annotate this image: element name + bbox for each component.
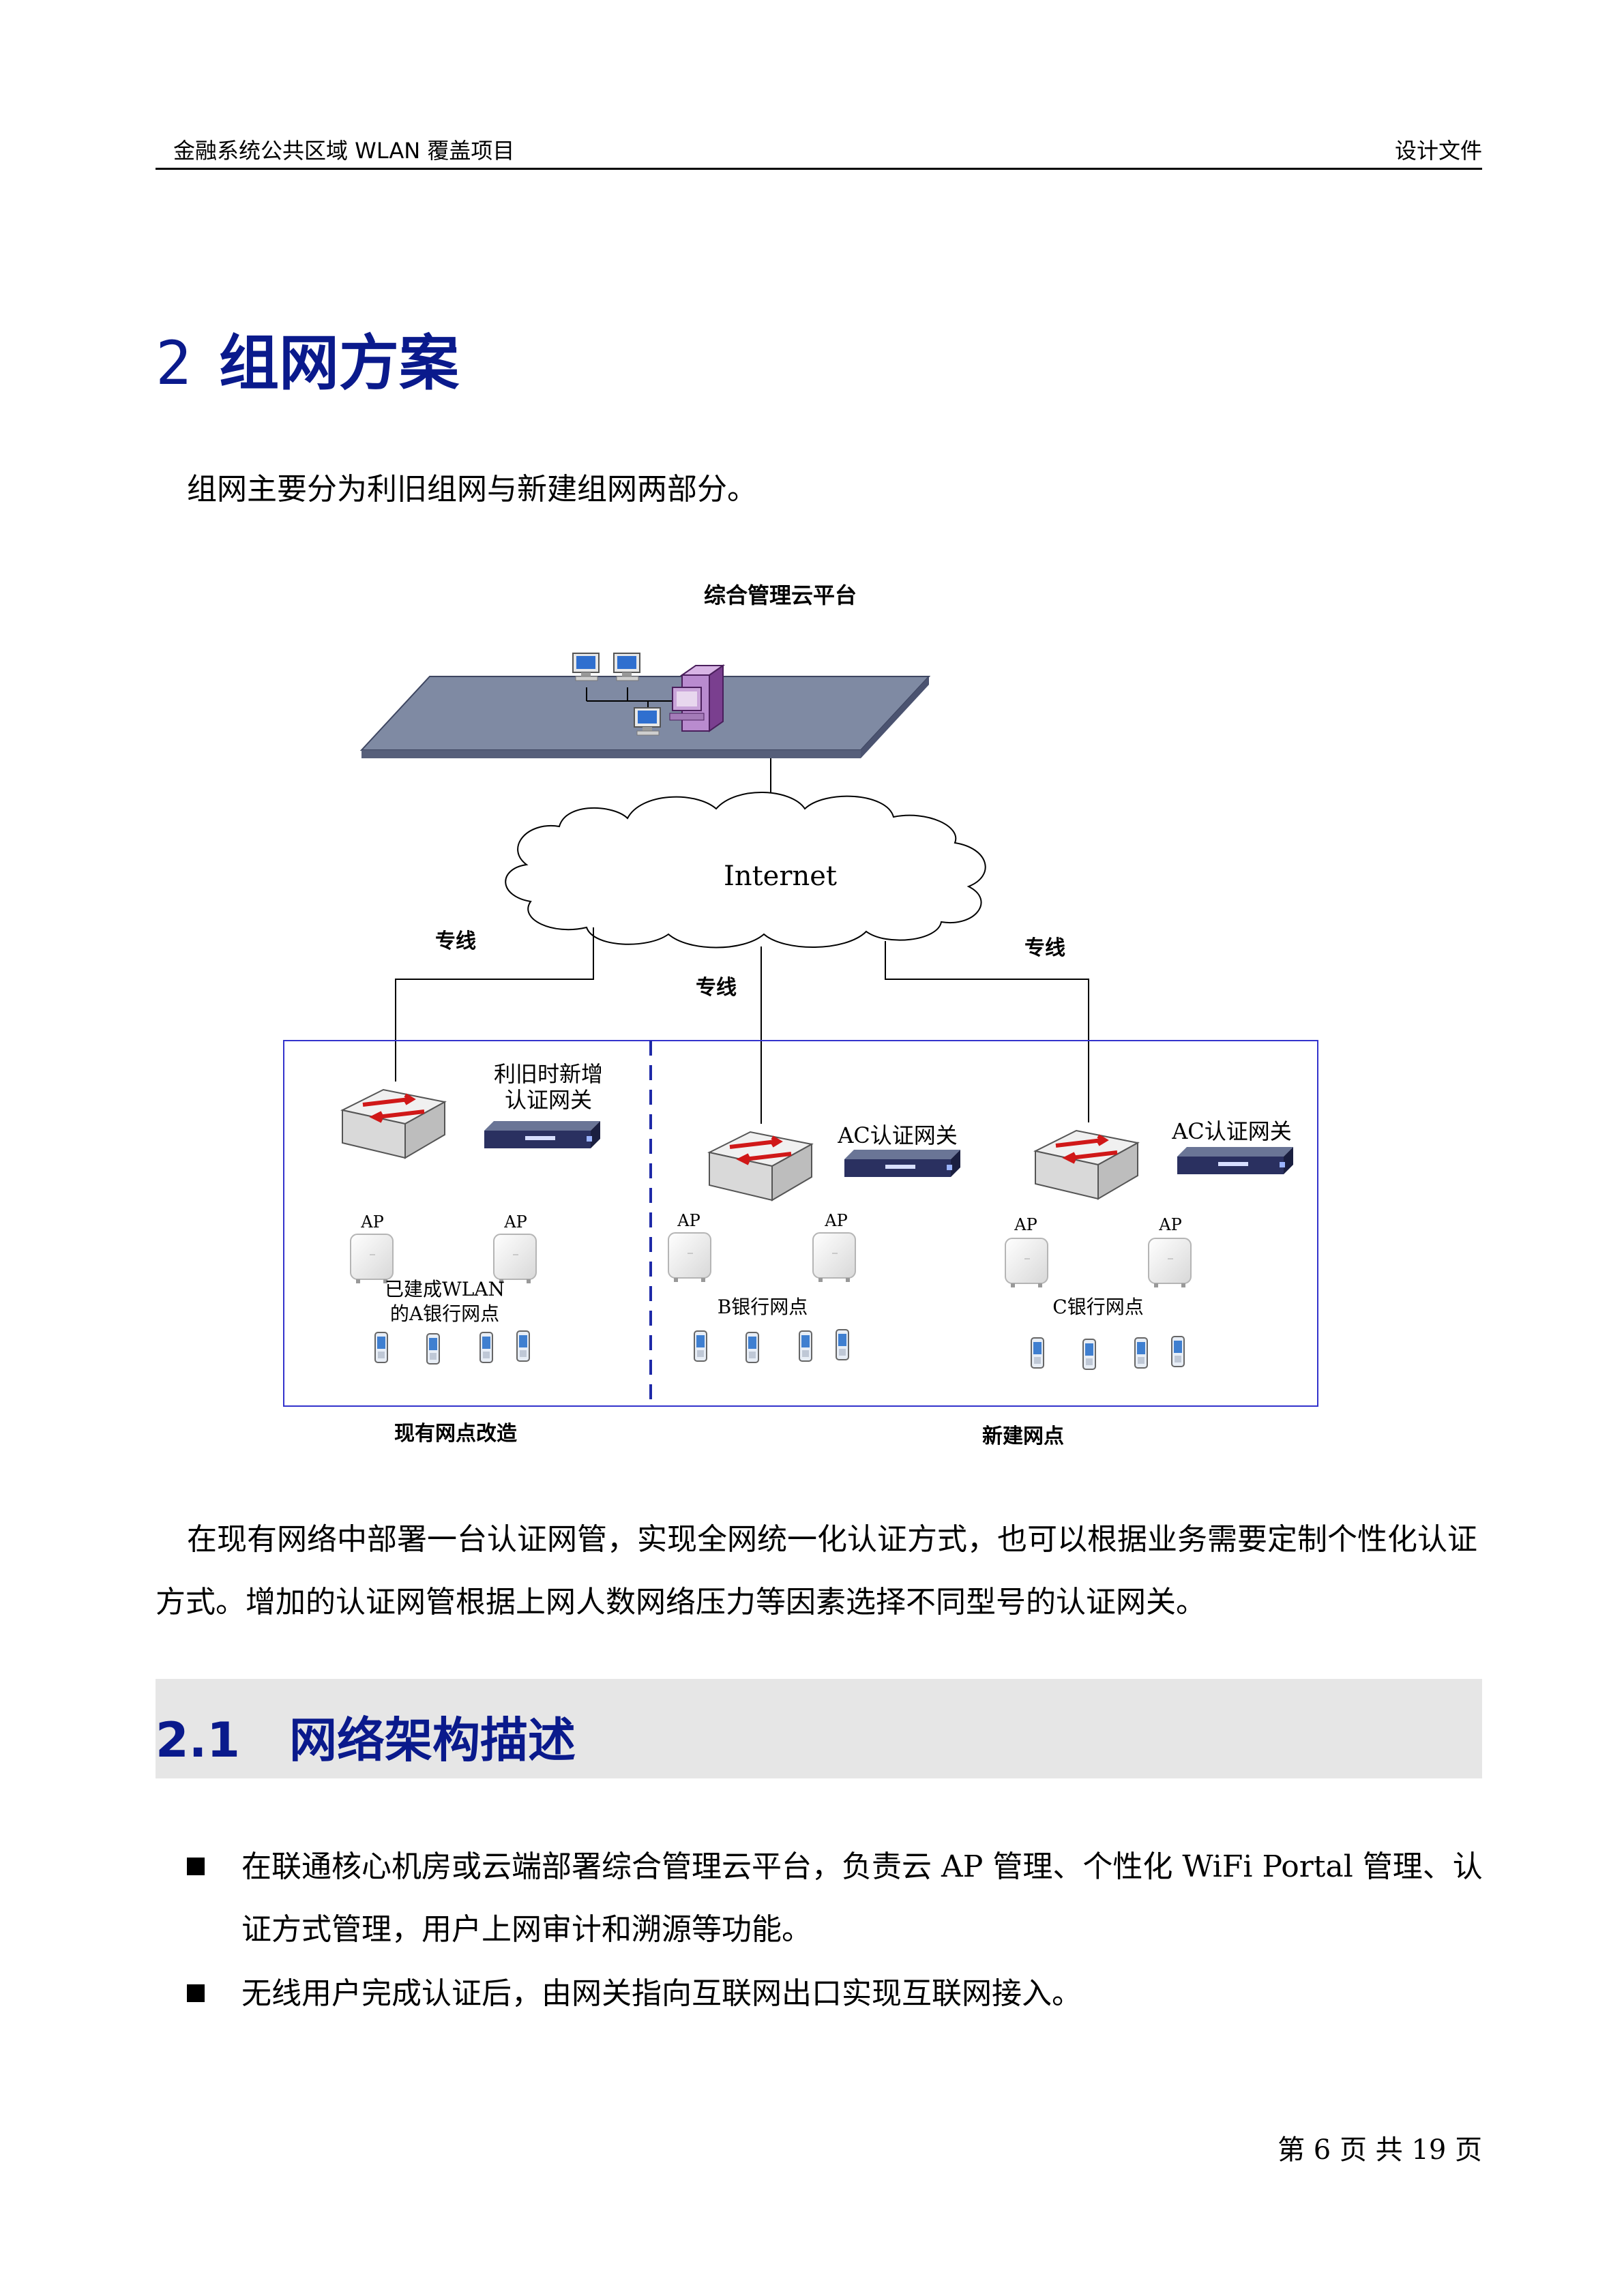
- subsection-heading: 2.1 网络架构描述: [156, 1702, 576, 1771]
- phone-icon: [799, 1330, 812, 1362]
- internet-cloud: [505, 792, 986, 949]
- subsection-title: 网络架构描述: [289, 1712, 576, 1768]
- platform-label: 综合管理云平台: [704, 582, 857, 608]
- header-doc-type: 设计文件: [1394, 138, 1482, 164]
- sites-frame: [283, 1040, 1318, 1407]
- phone-icon: [1082, 1339, 1096, 1370]
- access-point-icon: [1005, 1238, 1048, 1288]
- zone-existing-label: 现有网点改造: [394, 1422, 517, 1446]
- gateway-c-label: AC认证网关: [1171, 1118, 1292, 1144]
- page-number: 第 6 页 共 19 页: [1278, 2134, 1482, 2166]
- site-a-label-1: 已建成WLAN: [385, 1278, 505, 1300]
- phone-icon: [1134, 1337, 1148, 1369]
- intro-paragraph: 组网主要分为利旧组网与新建组网两部分。: [187, 472, 757, 507]
- ap-label: AP: [824, 1211, 847, 1230]
- site-b-label: B银行网点: [718, 1296, 808, 1318]
- phone-icon: [374, 1332, 388, 1363]
- ap-label: AP: [677, 1211, 700, 1230]
- phone-icon: [426, 1333, 440, 1365]
- ap-label: AP: [1014, 1215, 1037, 1234]
- server-icon: [669, 664, 726, 732]
- access-point-icon: [812, 1232, 856, 1283]
- switch-icon: [1035, 1131, 1138, 1199]
- section-title: 组网方案: [218, 328, 459, 398]
- site-a-label-2: 的A银行网点: [390, 1302, 499, 1325]
- monitor-icon: [572, 653, 600, 681]
- gateway-b-label: AC认证网关: [837, 1122, 958, 1148]
- network-topology-diagram: 综合管理云平台 Internet 专线 专线 专线 利旧时: [283, 582, 1318, 1448]
- phone-icon: [694, 1330, 707, 1362]
- monitor-icon: [613, 653, 640, 681]
- header-rule: [156, 168, 1482, 170]
- access-point-icon: [668, 1232, 711, 1283]
- access-point-icon: [350, 1234, 394, 1284]
- monitor-icon: [634, 707, 661, 736]
- section-heading: 2 组网方案: [156, 315, 459, 402]
- bullet-square-icon: [187, 1858, 205, 1875]
- internet-label: Internet: [724, 861, 837, 892]
- access-point-icon: [493, 1234, 537, 1284]
- phone-icon: [1031, 1337, 1044, 1369]
- gateway-icon: [484, 1121, 600, 1148]
- phone-icon: [836, 1329, 849, 1360]
- gateway-icon: [844, 1150, 960, 1177]
- header-project-title: 金融系统公共区域 WLAN 覆盖项目: [173, 138, 515, 164]
- switch-icon: [342, 1090, 445, 1158]
- gateway-icon: [1177, 1147, 1293, 1174]
- phone-icon: [516, 1330, 530, 1362]
- phone-icon: [745, 1332, 759, 1363]
- site-c-label: C银行网点: [1052, 1296, 1143, 1318]
- phone-icon: [479, 1332, 493, 1363]
- bullet-item: 无线用户完成认证后，由网关指向互联网出口实现互联网接入。: [241, 1976, 1082, 2011]
- ap-label: AP: [360, 1212, 383, 1232]
- bullet-square-icon: [187, 1984, 205, 2002]
- leased-line-label-left: 专线: [435, 929, 476, 953]
- phone-icon: [1171, 1336, 1185, 1367]
- ap-label: AP: [1158, 1215, 1181, 1234]
- gateway-old-label-2: 认证网关: [505, 1087, 592, 1113]
- subsection-number: 2.1: [156, 1712, 241, 1768]
- description-paragraph: 在现有网络中部署一台认证网管，实现全网统一化认证方式，也可以根据业务需要定制个性…: [156, 1522, 1477, 1620]
- access-point-icon: [1148, 1238, 1192, 1288]
- subsection-heading-band: [156, 1679, 1482, 1778]
- switch-icon: [709, 1132, 812, 1200]
- section-number: 2: [156, 328, 192, 398]
- bullet-item: 在联通核心机房或云端部署综合管理云平台，负责云 AP 管理、个性化 WiFi P…: [241, 1849, 1483, 1947]
- ap-label: AP: [503, 1212, 527, 1232]
- zone-new-label: 新建网点: [982, 1425, 1064, 1448]
- leased-line-label-right: 专线: [1024, 936, 1065, 960]
- cloud-platform: [359, 653, 931, 758]
- gateway-old-label-1: 利旧时新增: [494, 1061, 603, 1087]
- leased-line-label-mid: 专线: [696, 976, 737, 1000]
